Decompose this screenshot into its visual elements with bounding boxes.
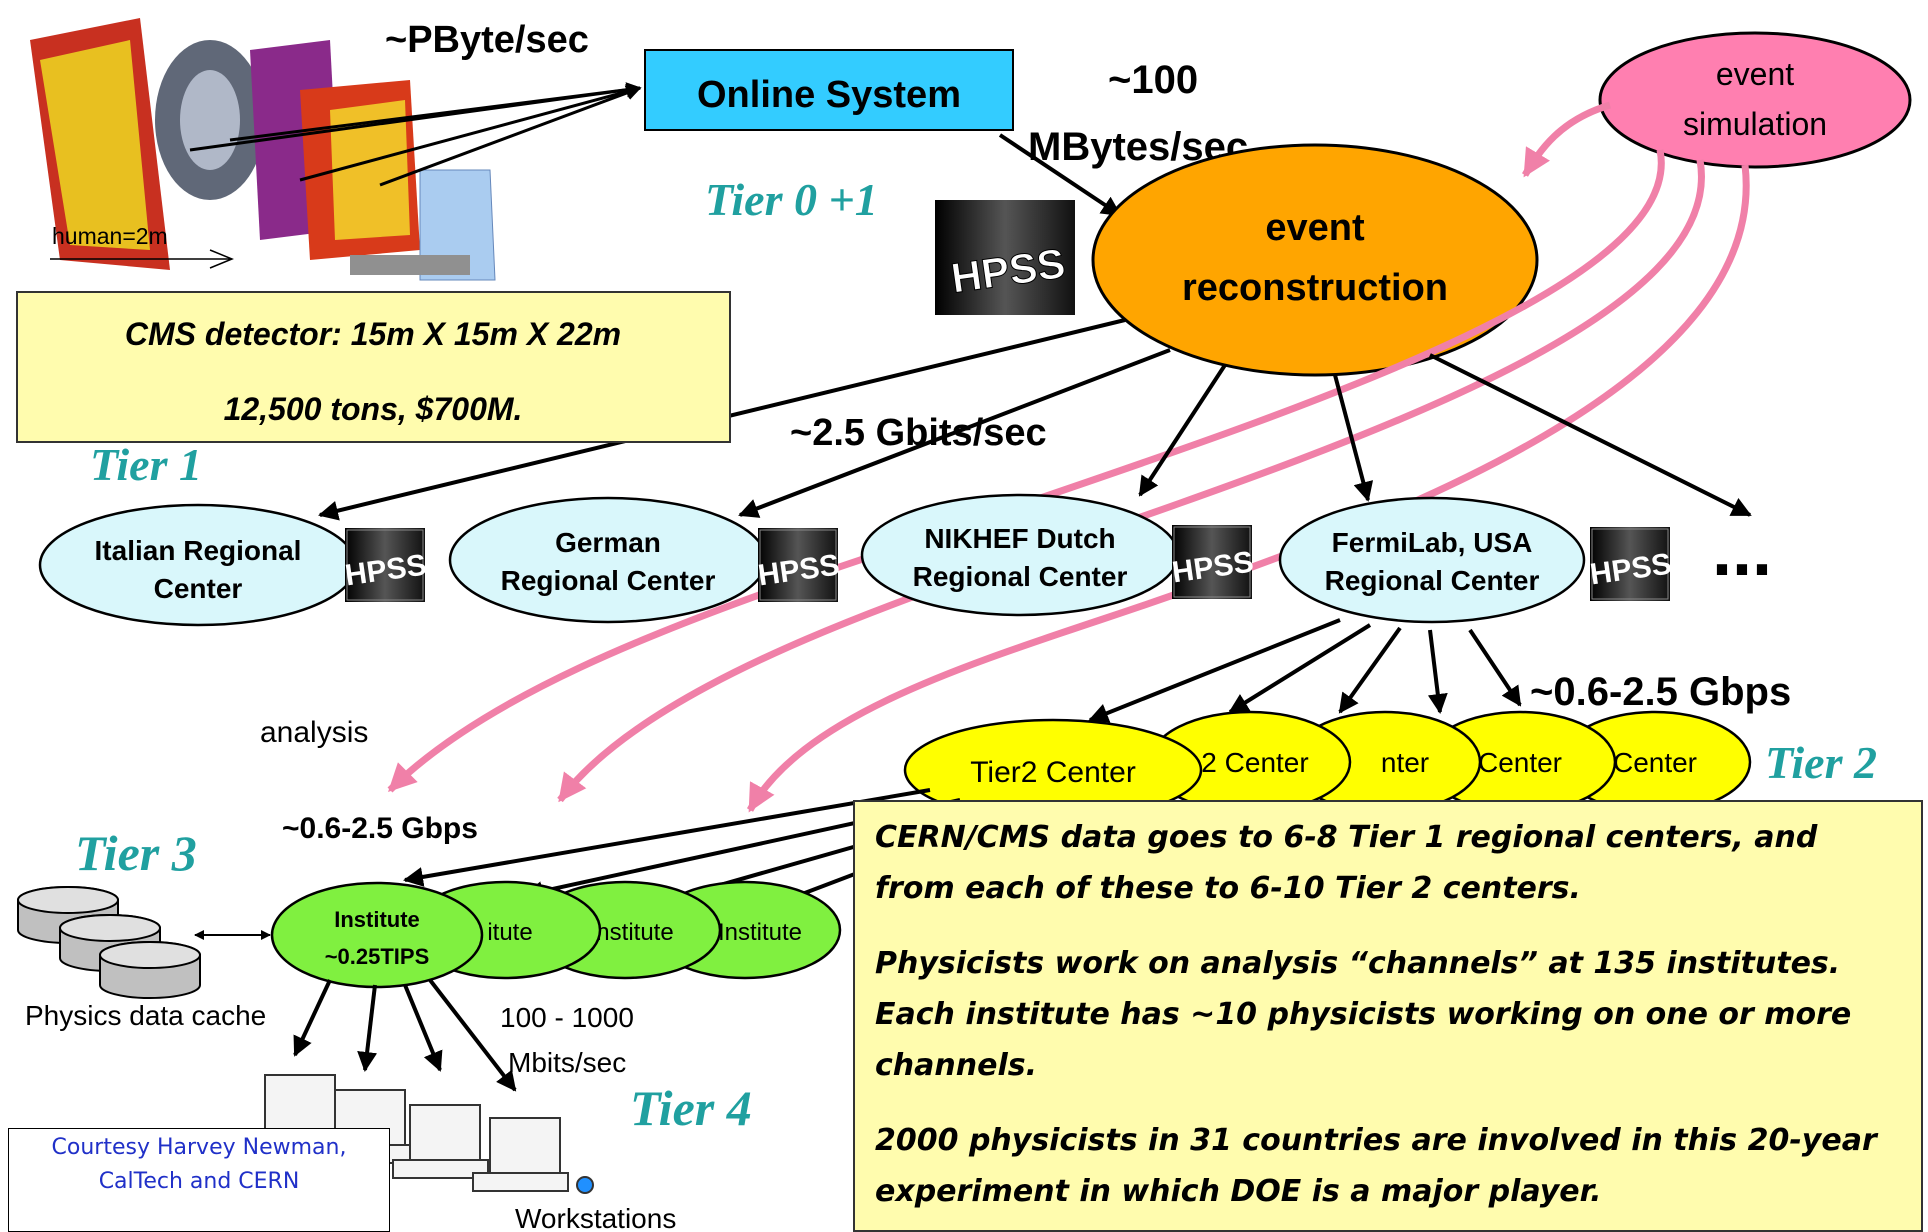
info-paragraph-1: CERN/CMS data goes to 6-8 Tier 1 regiona… (875, 820, 1818, 906)
regional-center-label: NIKHEF Dutch (924, 523, 1115, 554)
courtesy-line2: CalTech and CERN (98, 1169, 300, 1194)
human-scale-label: human=2m (52, 223, 168, 249)
institute-main-line1: Institute (334, 907, 420, 932)
regional-center-label: Regional Center (501, 565, 716, 596)
institute-main-line2: ~0.25TIPS (325, 944, 430, 969)
tier4-label: Tier 4 (630, 1080, 752, 1136)
hpss-icon: HPSS (1588, 526, 1674, 602)
regional-center-label: Regional Center (1325, 565, 1540, 596)
hpss-main-icon: HPSS (935, 200, 1075, 315)
regional-center-label: Center (154, 573, 243, 604)
event-simulation-line1: event (1716, 56, 1794, 92)
institute-label: Institute (718, 919, 802, 946)
workstations-label: Workstations (515, 1203, 676, 1232)
event-reconstruction-line2: reconstruction (1182, 267, 1448, 309)
regional-center-german: German Regional Center (448, 496, 768, 624)
rate-100-line1: ~100 (1108, 58, 1198, 102)
physics-data-cache-label: Physics data cache (25, 1000, 266, 1031)
regional-center-dutch: NIKHEF Dutch Regional Center (860, 493, 1180, 617)
tier2-center-label: Center (1478, 747, 1562, 778)
institutes: Institute nstitute itute Institute ~0.25… (270, 880, 842, 989)
regional-center-fermilab: FermiLab, USA Regional Center (1278, 496, 1586, 624)
institute-main-node (270, 881, 484, 989)
tier3-rate-label: ~0.6-2.5 Gbps (282, 812, 478, 845)
courtesy-line1: Courtesy Harvey Newman, (51, 1135, 347, 1160)
institute-label: nstitute (596, 919, 673, 946)
tier1-label: Tier 1 (90, 439, 202, 490)
hpss-icon: HPSS (756, 527, 842, 603)
regional-center-label: German (555, 527, 661, 558)
tier2-label: Tier 2 (1765, 737, 1877, 788)
event-simulation-line2: simulation (1683, 106, 1827, 142)
pbyte-rate-label: ~PByte/sec (385, 19, 589, 61)
human-scale: human=2m (50, 223, 234, 269)
tier4-rate-line2: Mbits/sec (508, 1047, 626, 1078)
event-reconstruction-node (1091, 143, 1539, 377)
online-system-box (644, 49, 1014, 131)
detector-info-line2: 12,500 tons, $700M. (224, 391, 523, 427)
hpss-icon: HPSS (1170, 524, 1256, 600)
hpss-icon: HPSS (343, 527, 429, 603)
regional-center-label: FermiLab, USA (1332, 527, 1533, 558)
tier2-center-label: 2 Center (1201, 747, 1308, 778)
tier2-center-label: Center (1613, 747, 1697, 778)
courtesy-box: Courtesy Harvey Newman, CalTech and CERN (8, 1128, 390, 1232)
info-paragraph-2: Physicists work on analysis “channels” a… (875, 946, 1852, 1083)
tier0-label: Tier 0 +1 (705, 174, 878, 225)
event-reconstruction-line1: event (1265, 207, 1365, 249)
regional-center-label: Italian Regional (95, 535, 302, 566)
institute-label: itute (487, 919, 532, 946)
analysis-label: analysis (260, 716, 368, 749)
cms-detector-image (10, 18, 496, 285)
tier4-rate-line1: 100 - 1000 (500, 1002, 634, 1033)
tier2-centers: Center Center nter 2 Center Tier2 Center (903, 710, 1752, 822)
physics-data-cache-icon (17, 886, 201, 999)
event-simulation-node (1598, 31, 1912, 169)
more-centers-ellipsis: ... (1712, 511, 1772, 591)
tier3-label: Tier 3 (75, 825, 197, 881)
rate-2-5-label: ~2.5 Gbits/sec (790, 412, 1047, 454)
tier2-rate-label: ~0.6-2.5 Gbps (1530, 670, 1791, 714)
grid-info-box: CERN/CMS data goes to 6-8 Tier 1 regiona… (853, 800, 1923, 1232)
online-system-label: Online System (697, 74, 961, 116)
detector-info-box (16, 291, 731, 443)
regional-center-label: Regional Center (913, 561, 1128, 592)
info-paragraph-3: 2000 physicists in 31 countries are invo… (875, 1123, 1877, 1209)
tier2-center-label: Tier2 Center (970, 756, 1136, 789)
detector-info-line1: CMS detector: 15m X 15m X 22m (125, 316, 621, 352)
regional-center-italian: Italian Regional Center (38, 503, 358, 627)
tier2-center-label: nter (1381, 747, 1429, 778)
